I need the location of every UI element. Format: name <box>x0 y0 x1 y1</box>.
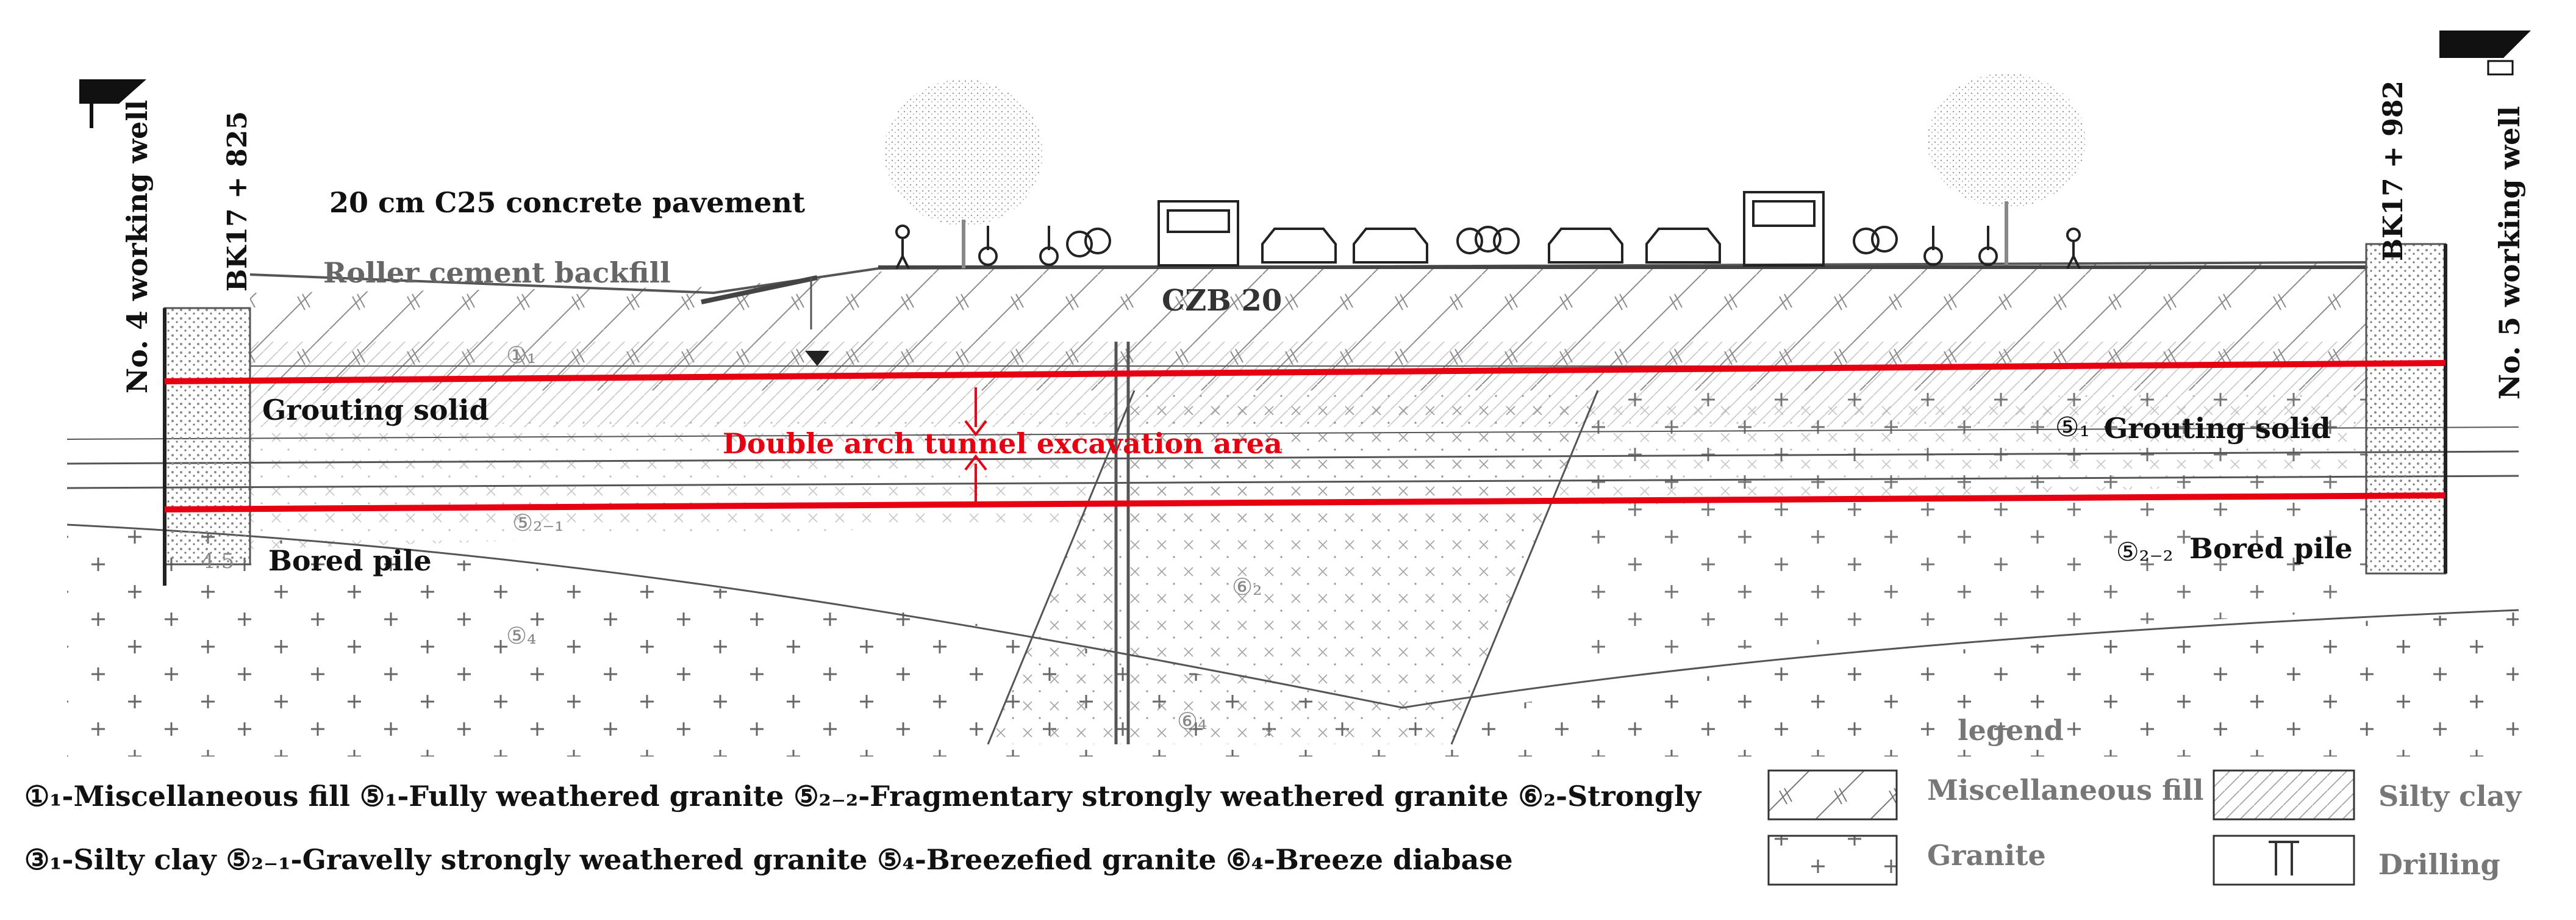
legend-label-drilling: Drilling <box>2378 848 2500 881</box>
car-icon-1 <box>1261 228 1337 264</box>
left-well-flag-icon <box>79 79 146 104</box>
grouting-right-label: Grouting solid <box>2104 412 2331 445</box>
pedestrian-icon-1 <box>895 225 910 269</box>
excavation-area <box>164 360 2446 512</box>
tree-right <box>1927 73 2086 265</box>
breezefied-granite-layer <box>67 580 2519 756</box>
right-well-flag-icon <box>2439 31 2531 58</box>
diabase-dyke <box>988 390 1598 744</box>
fully-weathered-granite-layer <box>1586 390 2366 659</box>
bus-icon-2 <box>1743 191 1825 267</box>
working-well-right <box>2365 31 2531 575</box>
layer-boundaries <box>66 365 2519 745</box>
section-mark-4: ⑤₄ <box>506 622 537 649</box>
layer-key-row-1: ①₁-Miscellaneous fill ⑤₁-Fully weathered… <box>24 780 1701 813</box>
right-well-name: No. 5 working well <box>2493 106 2526 400</box>
legend-swatch-misc-fill <box>1767 769 1898 821</box>
section-mark-2: ⑤₂₋₁ <box>512 509 564 536</box>
ground-surface <box>249 261 2367 329</box>
drilling-marker-icon <box>805 351 829 366</box>
bus-icon-1 <box>1157 200 1239 267</box>
pedestrian-icon-2 <box>2066 228 2081 269</box>
legend-swatch-drilling <box>2213 835 2355 886</box>
grouting-left-label: Grouting solid <box>262 394 489 426</box>
bored-pile-left-label: Bored pile <box>268 544 432 577</box>
section-mark-3: ⑥₂ <box>1232 573 1262 600</box>
cyclist-icon-3 <box>1923 226 1943 266</box>
legend-label-misc-fill: Miscellaneous fill <box>1927 774 2204 807</box>
road-traffic <box>895 191 2081 269</box>
shrub-icon-3 <box>1853 226 1898 254</box>
tree-left <box>884 79 1043 268</box>
bored-pile-right-marker: ⑤₂₋₂ <box>2116 537 2174 567</box>
legend-swatch-granite <box>1767 835 1898 886</box>
legend-title: legend <box>1958 714 2064 747</box>
legend-swatch-silty-clay <box>2213 769 2355 821</box>
left-well-mileage: BK17 + 825 <box>222 111 253 292</box>
drilling-icon <box>2269 841 2299 875</box>
borehole-czb20 <box>1114 342 1130 744</box>
working-well-left <box>79 79 251 586</box>
cyclist-icon-2 <box>1039 226 1059 266</box>
legend-label-granite: Granite <box>1927 839 2046 872</box>
car-icon-3 <box>1548 228 1623 264</box>
section-mark-5: ⑥₄ <box>1177 708 1208 735</box>
cyclist-icon-1 <box>978 226 998 266</box>
backfill-label: Roller cement backfill <box>323 256 671 289</box>
pavement-label: 20 cm C25 concrete pavement <box>329 186 806 219</box>
borehole-label: CZB 20 <box>1162 284 1283 318</box>
excavation-label: Double arch tunnel excavation area <box>723 427 1283 460</box>
car-icon-4 <box>1645 228 1721 264</box>
cyclist-icon-4 <box>1978 226 1998 266</box>
section-mark-6: 4.5 <box>201 549 235 573</box>
shrub-icon-1 <box>1066 228 1111 257</box>
section-mark-1: ①₁ <box>506 342 537 368</box>
legend-swatches <box>1767 769 2355 886</box>
lower-granite-left <box>67 525 915 610</box>
right-well-mileage: BK17 + 982 <box>2378 81 2409 262</box>
slope-ramp <box>701 275 818 304</box>
car-icon-2 <box>1353 228 1428 264</box>
legend-label-silty-clay: Silty clay <box>2378 780 2522 813</box>
layer-key-row-2: ③₁-Silty clay ⑤₂₋₁-Gravelly strongly wea… <box>24 843 1513 876</box>
grouting-right-marker: ⑤₁ <box>2055 412 2091 443</box>
shrub-icon-2 <box>1456 226 1520 254</box>
bored-pile-right-label: Bored pile <box>2189 532 2353 565</box>
left-well-name: No. 4 working well <box>121 99 154 394</box>
soil-layers <box>66 262 2519 756</box>
